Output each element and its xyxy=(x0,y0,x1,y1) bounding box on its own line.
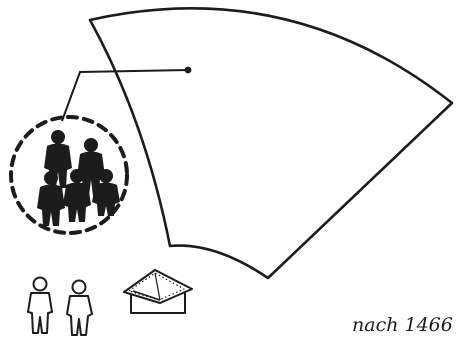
individual-people-icon xyxy=(28,278,92,336)
territory-fan-shape xyxy=(90,8,452,278)
individual-person-2 xyxy=(67,281,92,336)
house-icon xyxy=(124,270,192,313)
people-group-icon xyxy=(37,130,120,226)
connector-dot xyxy=(185,67,192,74)
individual-person-1 xyxy=(28,278,52,334)
date-caption: nach 1466 xyxy=(352,316,453,335)
